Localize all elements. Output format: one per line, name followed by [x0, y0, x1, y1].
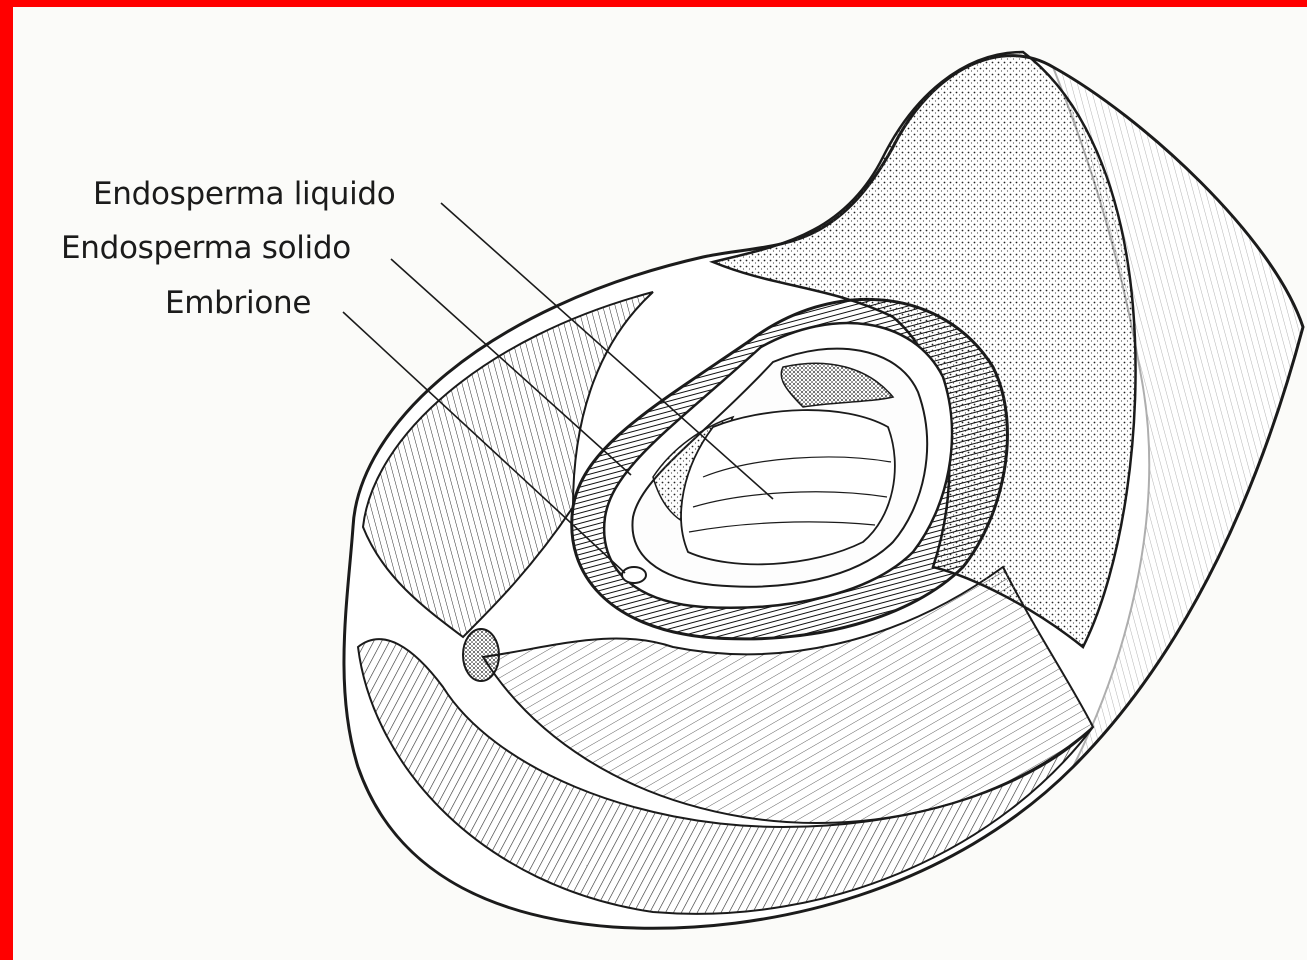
diagram-canvas: Endosperma liquido Endosperma solido Emb…	[13, 7, 1307, 960]
label-liquid-endosperm: Endosperma liquido	[93, 179, 395, 210]
liquid-endosperm	[681, 410, 895, 564]
embryo-shape	[622, 567, 646, 583]
label-embryo: Embrione	[165, 288, 311, 319]
coconut-cross-section-illustration	[13, 7, 1307, 960]
label-solid-endosperm: Endosperma solido	[61, 233, 351, 264]
